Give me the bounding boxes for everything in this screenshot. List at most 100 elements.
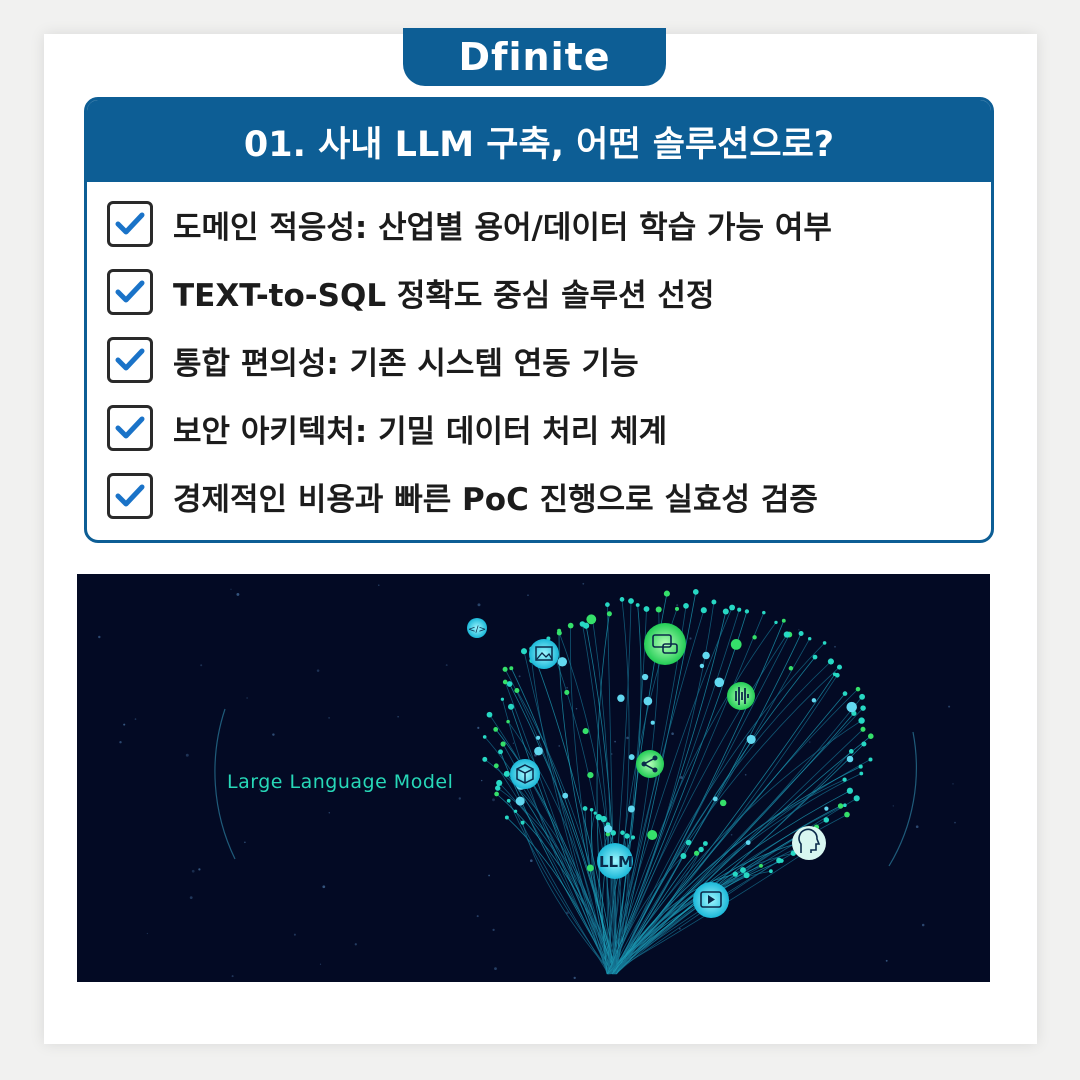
neural-dot — [641, 673, 649, 681]
checklist-panel: 01. 사내 LLM 구축, 어떤 솔루션으로? 도메인 적응성: 산업별 용어… — [84, 97, 994, 543]
neural-dot — [534, 746, 543, 756]
checkbox-checked-icon — [107, 269, 153, 315]
neural-fiber — [531, 660, 609, 975]
neural-fiber — [616, 735, 872, 975]
neural-dots — [482, 589, 874, 879]
network-share-icon — [636, 750, 664, 778]
neural-dot — [798, 631, 804, 636]
checkbox-checked-icon — [107, 337, 153, 383]
neural-dot — [729, 604, 736, 611]
star-dot — [272, 733, 275, 736]
star-dot — [119, 740, 122, 744]
neural-dot — [693, 850, 700, 856]
neural-dot — [504, 815, 509, 820]
neural-dot — [557, 628, 562, 633]
neural-fiber — [614, 661, 832, 975]
neural-dot — [493, 727, 499, 732]
neural-dot — [628, 598, 634, 604]
neural-dot — [509, 666, 514, 671]
background-stars — [98, 582, 956, 980]
neural-dot — [746, 734, 756, 744]
neural-dot — [494, 791, 499, 797]
star-dot — [185, 753, 189, 757]
star-dot — [512, 742, 515, 744]
neural-dot — [822, 641, 827, 645]
brand-logo-text: Dfinite — [458, 35, 611, 79]
neural-fiber — [606, 611, 748, 975]
checklist-item-text: 경제적인 비용과 빠른 PoC 진행으로 실효성 검증 — [173, 481, 818, 518]
chat-icon — [644, 623, 686, 665]
neural-dot — [500, 697, 505, 701]
star-dot — [614, 740, 616, 743]
star-dot — [921, 923, 925, 927]
neural-dot — [680, 853, 687, 859]
neural-dot — [582, 728, 589, 735]
star-dot — [481, 779, 483, 782]
star-dot — [354, 943, 357, 946]
neural-dot — [606, 611, 612, 617]
neural-dot — [520, 820, 525, 825]
neural-dot — [589, 807, 594, 812]
neural-dot — [514, 687, 520, 694]
neural-dot — [643, 606, 650, 612]
neural-fiber — [609, 622, 777, 975]
neural-dot — [567, 622, 574, 629]
neural-fiber — [608, 607, 733, 975]
star-dot — [328, 717, 330, 719]
neural-dot — [846, 701, 857, 713]
neural-dot — [619, 597, 625, 602]
neural-dot — [759, 863, 763, 868]
star-dot — [892, 805, 894, 807]
neural-dot — [500, 741, 506, 747]
neural-fiber — [609, 720, 862, 975]
svg-text:</>: </> — [468, 625, 486, 635]
neural-dot — [811, 698, 817, 703]
neural-dot — [610, 830, 617, 836]
star-dot — [458, 797, 461, 800]
checkbox-checked-icon — [107, 201, 153, 247]
neural-dot — [486, 711, 493, 718]
llm-caption: Large Language Model — [227, 771, 454, 793]
neural-fiber — [596, 613, 610, 975]
checklist-items: 도메인 적응성: 산업별 용어/데이터 학습 가능 여부 TEXT-to-SQL… — [87, 182, 991, 530]
star-dot — [494, 967, 497, 970]
star-dot — [246, 697, 248, 699]
neural-dot — [699, 663, 705, 669]
neural-dot — [844, 811, 850, 818]
neural-dot — [837, 803, 844, 809]
star-dot — [954, 821, 956, 824]
checklist-item-text: 도메인 적응성: 산업별 용어/데이터 학습 가능 여부 — [173, 209, 832, 246]
neural-fiber — [515, 811, 609, 975]
neural-dot — [663, 590, 670, 597]
neural-dot — [711, 599, 717, 605]
neural-dot — [495, 785, 501, 791]
neural-dot — [593, 811, 597, 815]
neural-dot — [643, 696, 653, 706]
neural-dot — [507, 703, 515, 710]
neural-dot — [502, 666, 508, 672]
neural-dot — [587, 771, 594, 779]
neural-dot — [846, 787, 854, 794]
brand-logo: Dfinite — [403, 28, 666, 86]
neural-fiber — [502, 699, 611, 975]
neural-fiber — [508, 800, 612, 975]
star-dot — [952, 783, 954, 785]
neural-dot — [834, 672, 840, 678]
neural-dot — [562, 792, 569, 799]
neural-fiber — [582, 623, 617, 975]
star-dot — [611, 753, 613, 755]
neural-dot — [650, 720, 655, 725]
star-dot — [885, 959, 888, 962]
neural-brain-graphic: </> — [98, 582, 956, 980]
star-dot — [322, 885, 326, 889]
neural-dot — [743, 872, 750, 879]
star-dot — [915, 825, 919, 829]
neural-fiber — [531, 648, 618, 975]
neural-dot — [600, 815, 607, 823]
checkbox-checked-icon — [107, 405, 153, 451]
neural-fiber — [613, 729, 864, 975]
neural-dot — [774, 620, 778, 625]
star-dot — [189, 896, 193, 900]
neural-dot — [515, 796, 525, 806]
checklist-item: 도메인 적응성: 산업별 용어/데이터 학습 가능 여부 — [87, 190, 991, 258]
